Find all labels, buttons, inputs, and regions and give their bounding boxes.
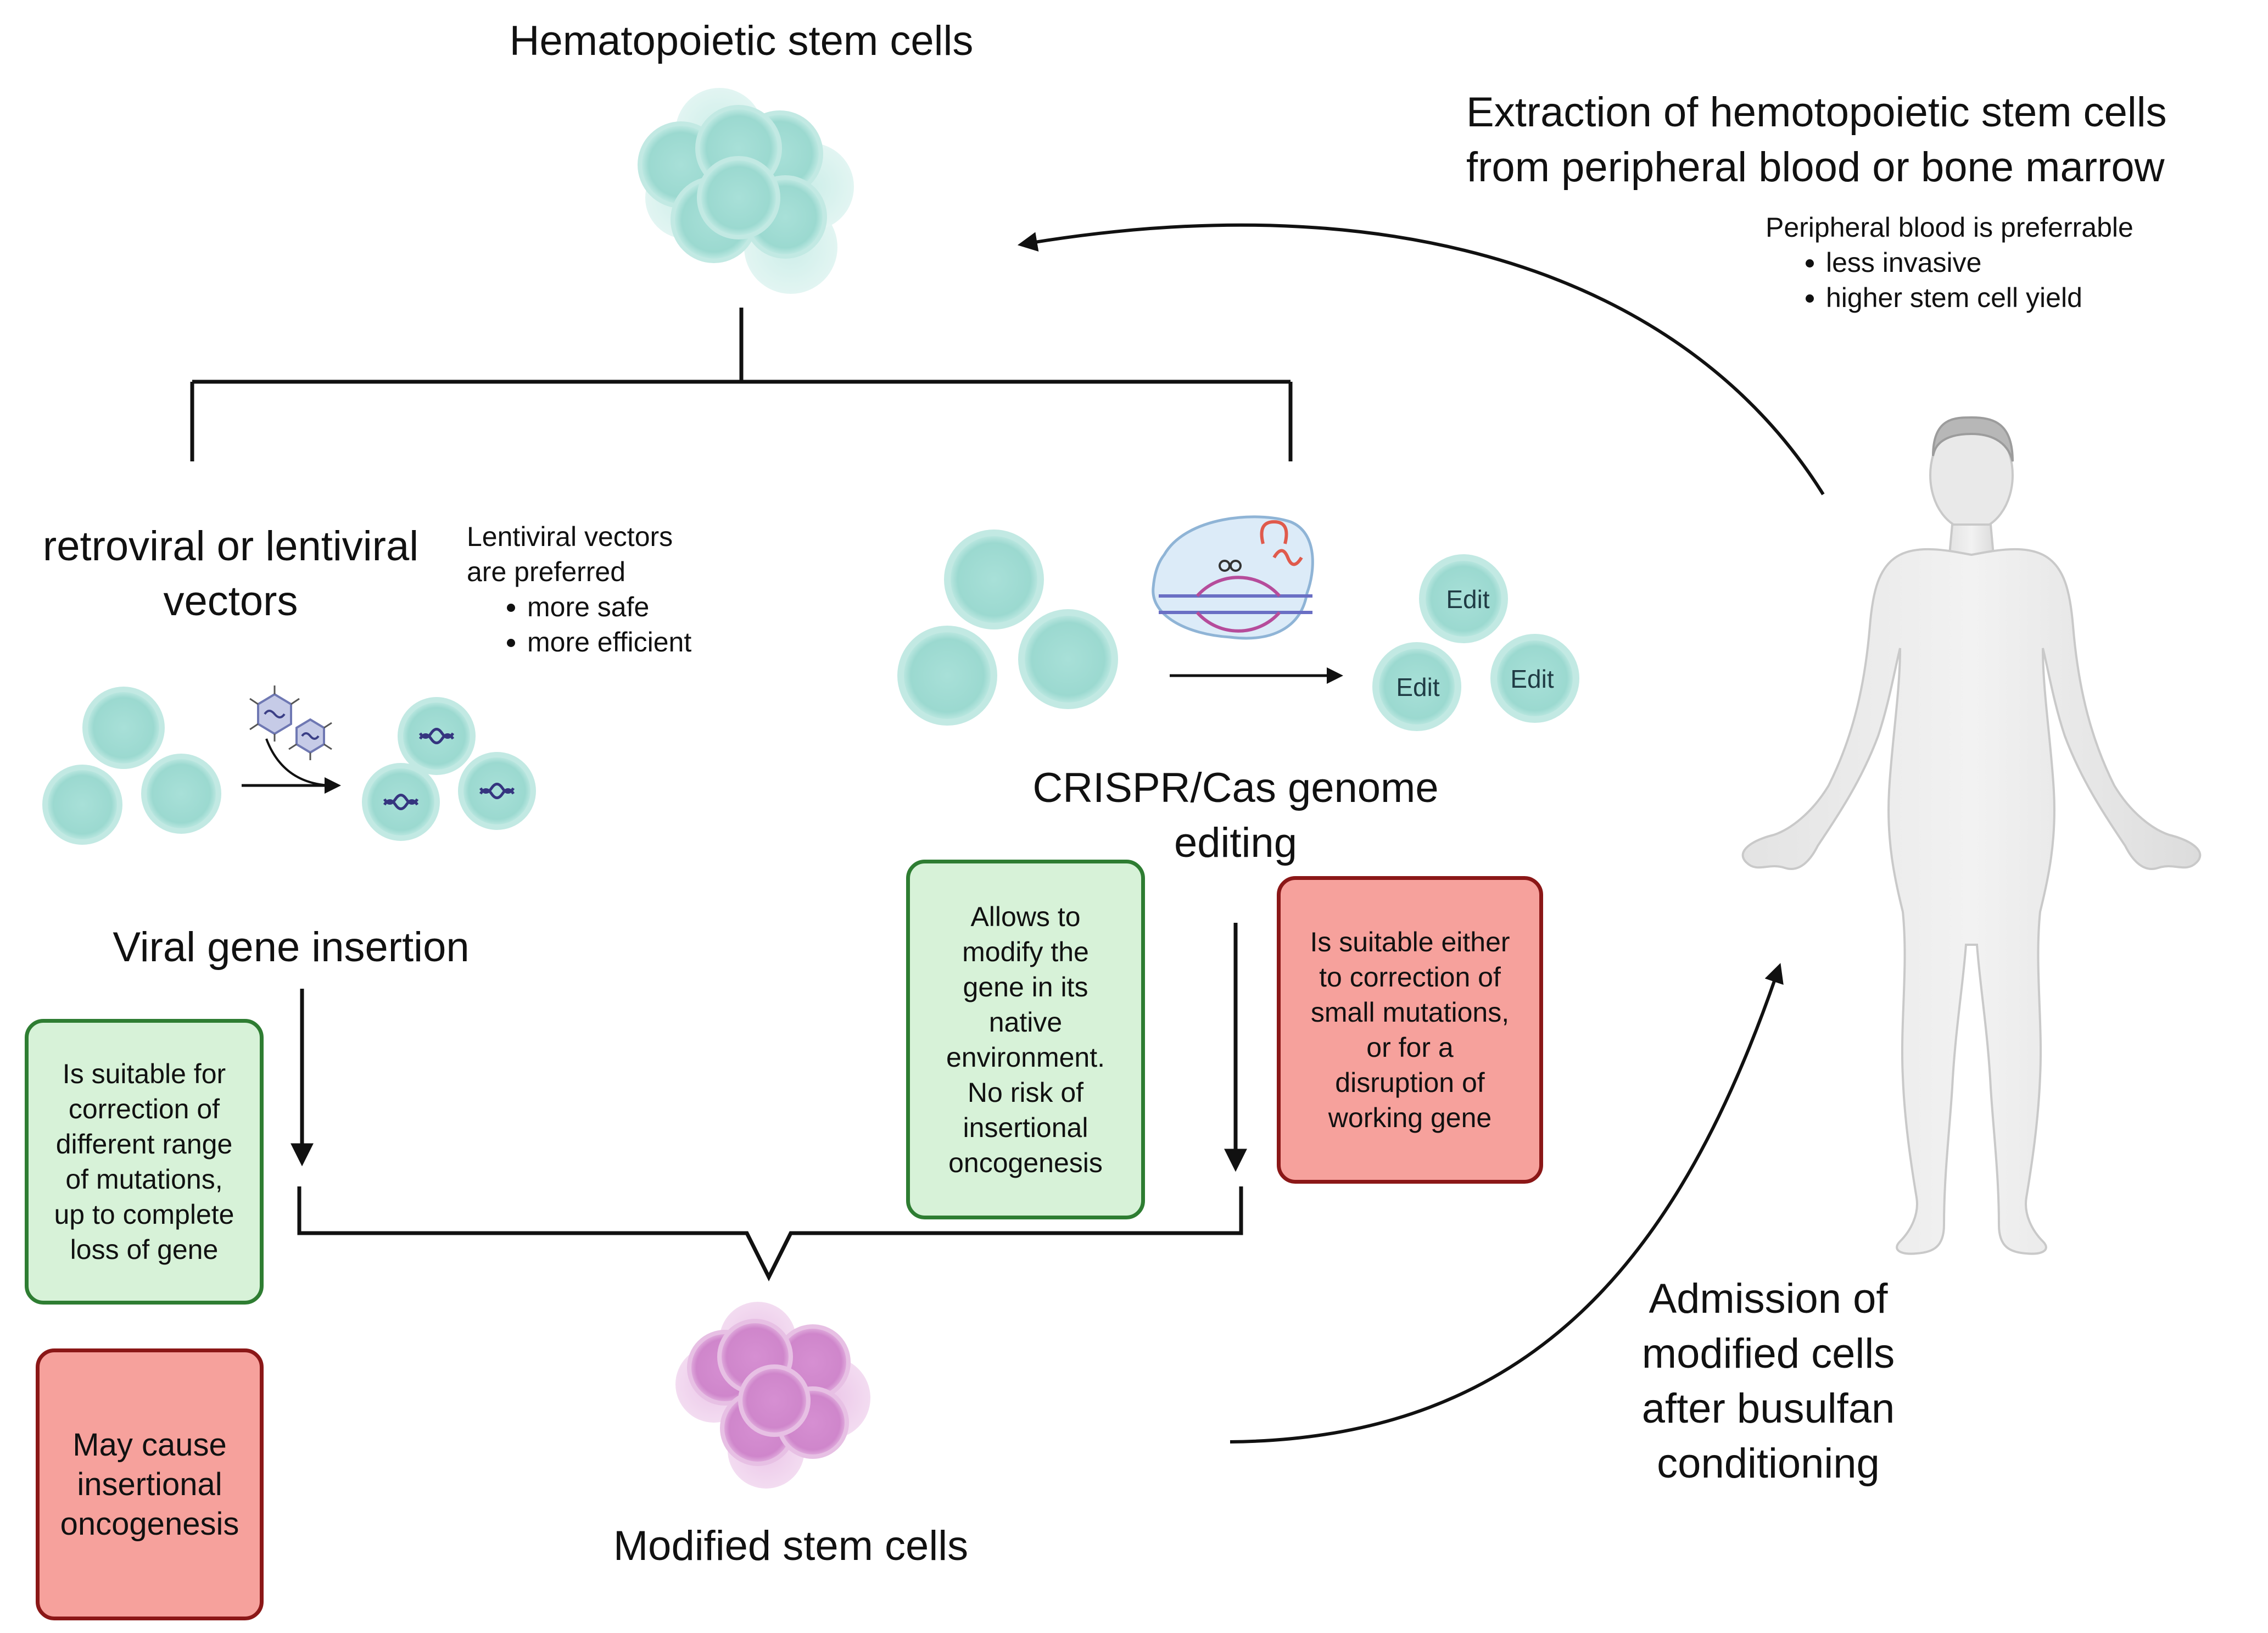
admission-line3: after busulfan (1641, 1385, 1895, 1432)
admission-line4: conditioning (1657, 1440, 1880, 1487)
modified-cell-cluster (675, 1302, 870, 1489)
modified-label: Modified stem cells (613, 1523, 969, 1569)
crispr-plasmid-icon (1152, 515, 1314, 640)
dna-icon (383, 728, 515, 810)
viral-label: Viral gene insertion (113, 924, 470, 971)
viral-bullet: more safe (527, 589, 691, 625)
stem-cell-cluster (638, 88, 854, 294)
crispr-cells-before (897, 530, 1118, 726)
human-figure-icon (1741, 416, 2202, 1255)
virus-icon (249, 685, 332, 760)
extraction-note: Peripheral blood is preferrable (1766, 212, 2133, 243)
admission-arrow (1230, 963, 1784, 1443)
crispr-pro-box: Allows to modify the gene in its native … (906, 860, 1145, 1219)
viral-bullet: more efficient (527, 625, 691, 660)
viral-cells-after (362, 697, 536, 841)
viral-note-line2: are preferred (467, 556, 626, 587)
viral-pro-box: Is suitable for correction of different … (25, 1019, 264, 1305)
extraction-bullets: less invasive higher stem cell yield (1766, 245, 2082, 315)
crispr-label-line2: editing (1174, 820, 1297, 866)
viral-bullets: more safe more efficient (467, 589, 691, 660)
crispr-con-box: Is suitable either to correction of smal… (1277, 876, 1543, 1184)
extraction-title-line2: from peripheral blood or bone marrow (1466, 144, 2165, 191)
stem-cells-title: Hematopoietic stem cells (509, 18, 974, 64)
viral-cells-before (42, 687, 221, 845)
viral-note-line1: Lentiviral vectors (467, 521, 673, 552)
extraction-arrow (1017, 223, 1825, 495)
edit-label: Edit (1396, 673, 1439, 701)
branch-connector (190, 308, 1293, 461)
viral-heading-line2: vectors (163, 578, 298, 625)
extraction-bullet: higher stem cell yield (1826, 280, 2082, 315)
extraction-title-line1: Extraction of hemotopoietic stem cells (1466, 89, 2167, 136)
viral-con-box: May cause insertional oncogenesis (36, 1348, 264, 1620)
edit-label: Edit (1510, 665, 1554, 693)
edit-label: Edit (1446, 585, 1489, 614)
viral-heading-line1: retroviral or lentiviral (42, 523, 419, 570)
crispr-label-line1: CRISPR/Cas genome (1032, 765, 1439, 811)
merge-connector (297, 1186, 1243, 1281)
extraction-bullet: less invasive (1826, 245, 2082, 280)
crispr-cells-after: Edit Edit Edit (1372, 554, 1579, 731)
admission-line1: Admission of (1649, 1275, 1888, 1322)
viral-curved-arrow (265, 738, 330, 787)
admission-line2: modified cells (1641, 1330, 1895, 1377)
